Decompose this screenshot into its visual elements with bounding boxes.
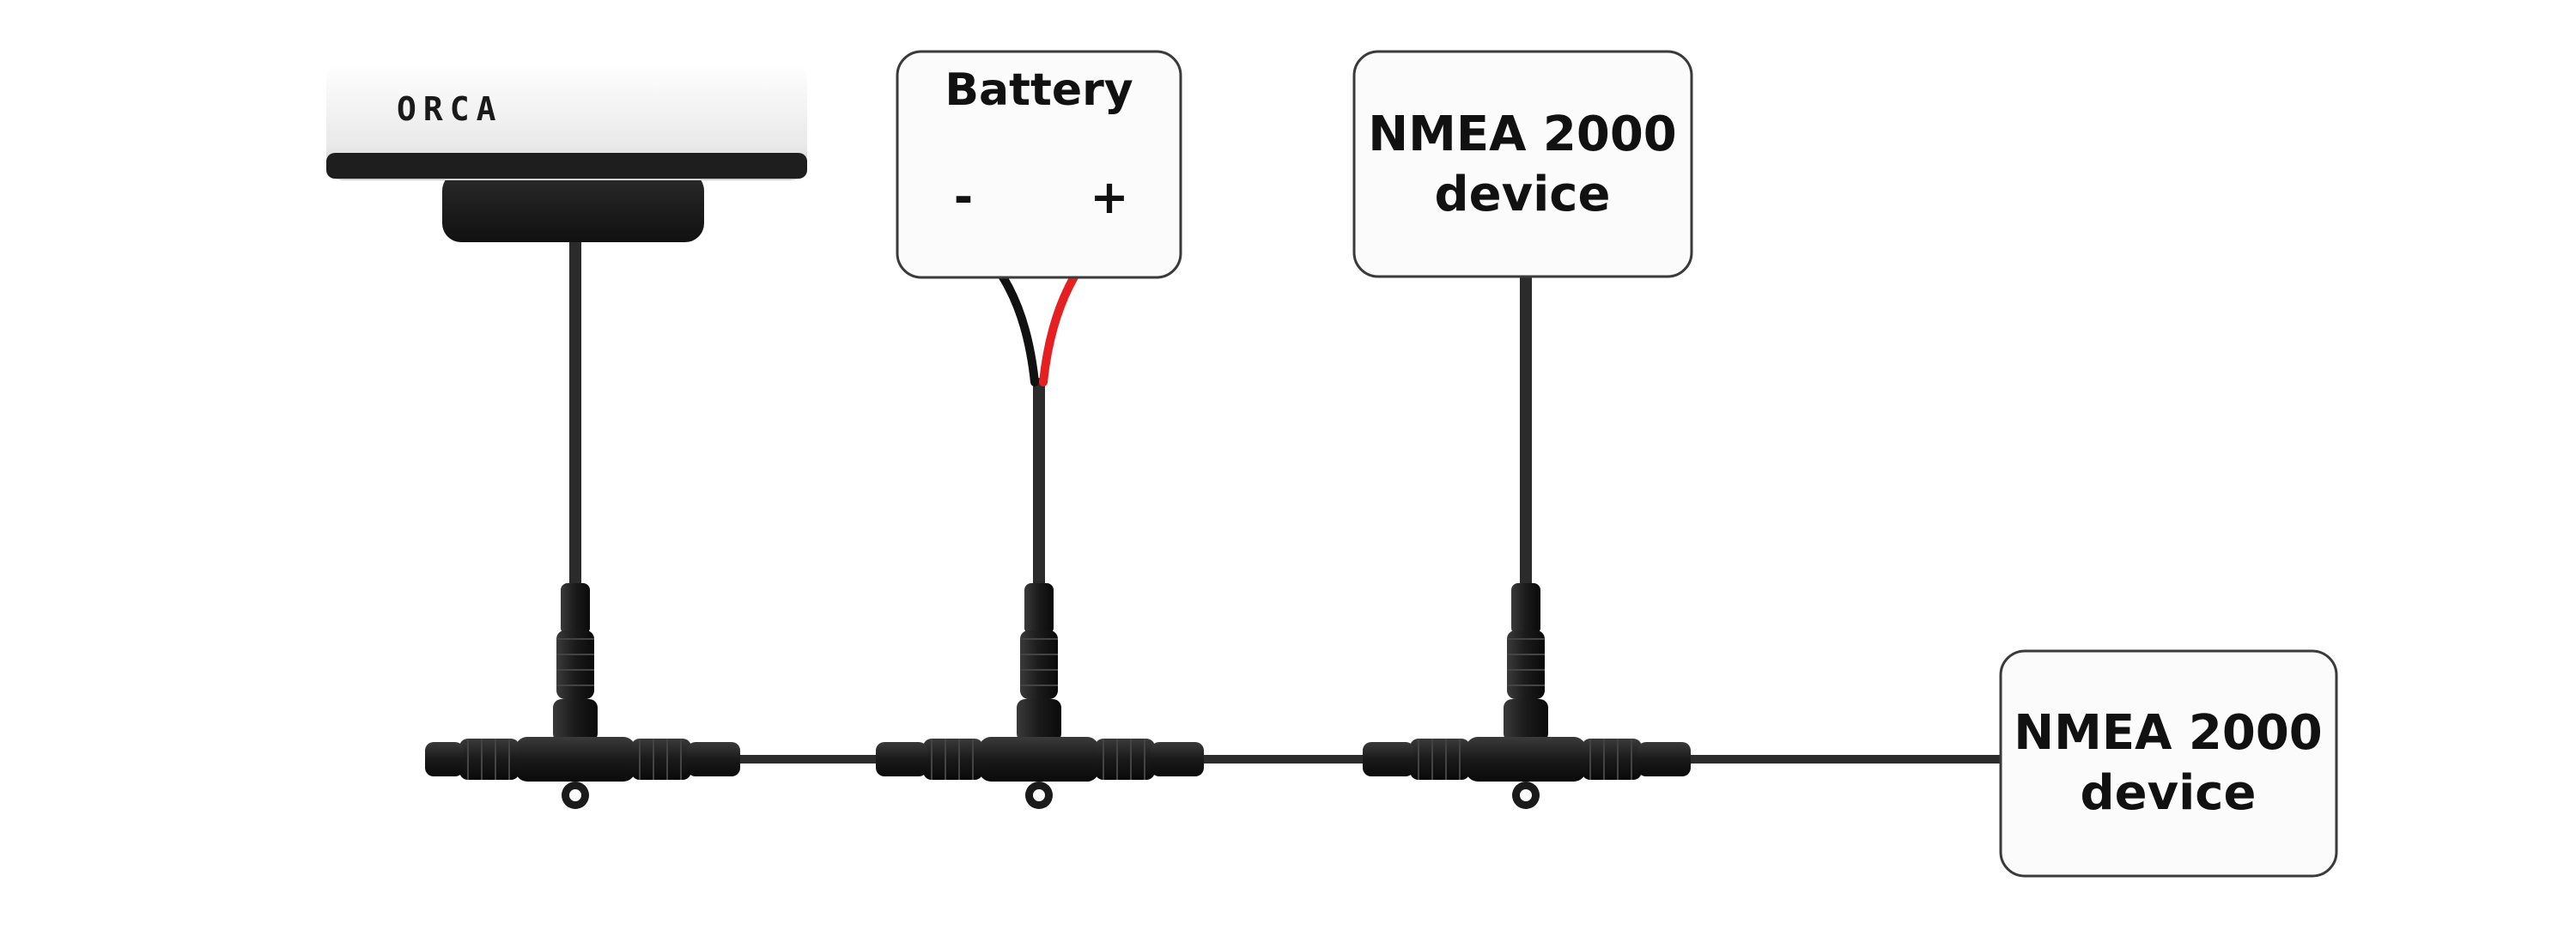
orca-device: ORCA <box>326 64 807 242</box>
nmea-device-right-line1: NMEA 2000 <box>2014 705 2323 761</box>
battery-negative-terminal: - <box>954 170 973 224</box>
left-port-nut <box>1410 739 1470 780</box>
drop-connector-collar <box>561 583 590 635</box>
t-connector <box>1363 583 1691 809</box>
drop-connector-collar <box>1511 583 1540 635</box>
mounting-hole <box>1520 789 1532 801</box>
right-outer-connector <box>1151 742 1204 776</box>
tee-stem <box>1504 699 1548 742</box>
nmea-device-top-line2: device <box>1435 167 1611 222</box>
drop-connector-nut <box>1020 630 1058 699</box>
right-outer-connector <box>687 742 740 776</box>
tee-body <box>515 737 635 782</box>
left-outer-connector <box>1363 742 1414 776</box>
nmea-device-top: NMEA 2000 device <box>1352 50 1693 278</box>
battery-box: Battery - + <box>896 50 1182 279</box>
battery-title: Battery <box>945 64 1133 116</box>
drop-connector-nut <box>556 630 594 699</box>
right-outer-connector <box>1637 742 1691 776</box>
tee-body <box>979 737 1099 782</box>
nmea-device-right: NMEA 2000 device <box>1999 649 2338 878</box>
t-connector <box>876 583 1204 809</box>
terminator-cap <box>425 742 459 776</box>
tee-body <box>1466 737 1586 782</box>
mounting-hole <box>569 789 581 801</box>
right-port-nut <box>1582 739 1642 780</box>
orca-base <box>442 172 704 242</box>
drop-connector-collar <box>1024 583 1054 635</box>
orca-brand-logo: ORCA <box>397 90 503 128</box>
t-connectors <box>425 583 1691 809</box>
t-connector <box>425 583 740 809</box>
drop-connector-nut <box>1507 630 1545 699</box>
mounting-hole <box>1033 789 1045 801</box>
nmea-device-top-line1: NMEA 2000 <box>1368 106 1677 162</box>
right-port-nut <box>631 739 691 780</box>
nmea-device-right-line2: device <box>2081 765 2257 821</box>
left-outer-connector <box>876 742 927 776</box>
nmea-device-right-outline <box>1999 649 2338 878</box>
tee-stem <box>553 699 598 742</box>
drop-cables <box>569 240 1532 593</box>
right-port-nut <box>1095 739 1155 780</box>
nmea-device-top-outline <box>1352 50 1693 278</box>
battery-box-outline <box>896 50 1182 279</box>
battery-positive-terminal: + <box>1090 170 1128 224</box>
orca-body <box>326 64 807 180</box>
left-port-nut <box>459 739 519 780</box>
orca-bottom-band <box>326 153 807 179</box>
tee-stem <box>1017 699 1061 742</box>
left-port-nut <box>923 739 983 780</box>
